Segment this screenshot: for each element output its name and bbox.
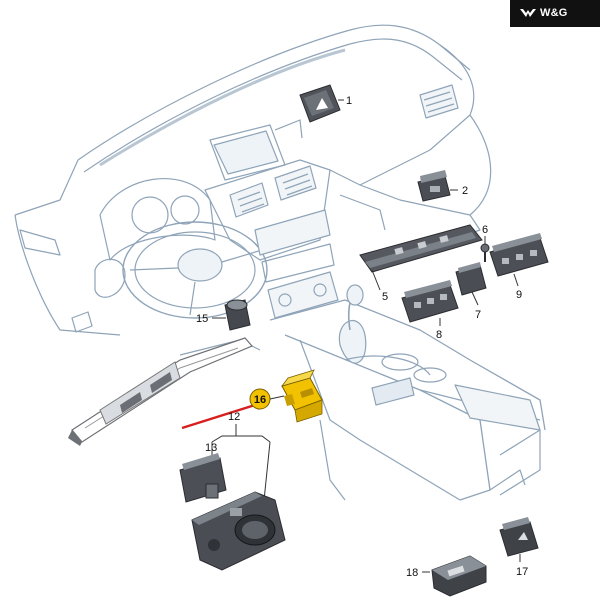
part-15-switch	[212, 299, 251, 331]
part-1-hazard-switch	[299, 84, 344, 123]
callout-16: 16	[254, 394, 266, 406]
part-6-screw	[480, 236, 490, 262]
callout-13: 13	[205, 442, 217, 454]
part-17-switch	[499, 517, 539, 562]
callout-1: 1	[346, 95, 352, 107]
logo-text: W&G	[540, 7, 568, 19]
callout-2: 2	[462, 185, 468, 197]
callout-17: 17	[516, 566, 528, 578]
part-9-switch-bank	[489, 233, 549, 287]
callout-8: 8	[436, 329, 442, 341]
part-5-switch-strip	[359, 224, 483, 291]
trim-strip	[68, 337, 253, 446]
callout-12: 12	[228, 411, 240, 423]
callout-16-badge: 16	[249, 388, 285, 410]
part-13-switch	[179, 453, 227, 503]
callout-9: 9	[516, 289, 522, 301]
callout-5: 5	[382, 291, 388, 303]
headlight-switch-assembly	[191, 491, 286, 571]
callout-labels: 1 2 5 6 7 8 9 12 13 15 17 18	[196, 95, 528, 579]
dashboard-line-art	[14, 24, 546, 501]
part-8-switch-bank	[401, 280, 459, 326]
part-18-switch	[422, 555, 487, 597]
callout-15: 15	[196, 313, 208, 325]
wing-logo-icon	[520, 9, 536, 17]
part-16-highlighted-switch	[280, 369, 323, 423]
part-2-switch	[417, 170, 458, 202]
callout-6: 6	[482, 224, 488, 236]
callout-7: 7	[475, 309, 481, 321]
brand-logo: W&G	[510, 0, 600, 27]
callout-18: 18	[406, 567, 418, 579]
part-7-switch	[455, 262, 487, 306]
